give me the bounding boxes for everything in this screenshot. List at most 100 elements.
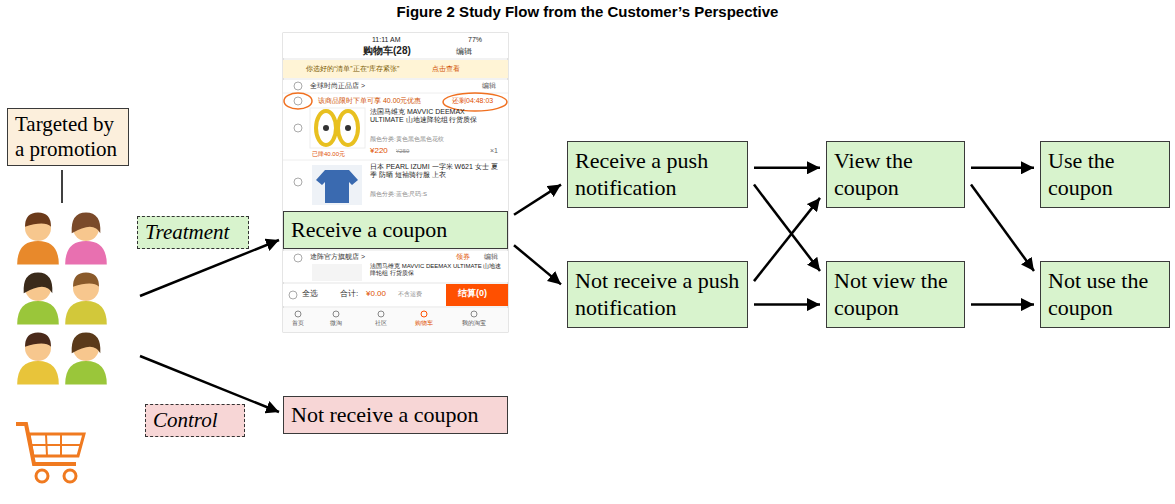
circle-shape [345, 125, 351, 131]
screen-text: 编辑 [456, 47, 472, 57]
process-box: Not receive a coupon [283, 396, 508, 434]
group-box: Targeted by a promotion [7, 108, 129, 166]
screen-text: 法国马维克 MAVVIC DEEMAX ULTIMATE 山地速降轮组 行货质保 [370, 263, 505, 277]
screen-text: 全球时尚正品店 > [310, 82, 365, 90]
flow-arrow [514, 245, 561, 284]
checkbox [294, 178, 302, 186]
path-shape [73, 272, 99, 286]
circle-shape [25, 335, 51, 361]
highlight-ellipse [284, 93, 312, 109]
box-text: Not receive a coupon [291, 402, 479, 428]
screen-text: ¥0.00 [366, 289, 386, 299]
screen-text: 社区 [375, 320, 387, 327]
process-box: Not view the coupon [826, 261, 965, 328]
screen-text: 编辑 [484, 253, 498, 261]
box-text: Not view the coupon [834, 268, 957, 321]
tab-icon [471, 311, 477, 317]
path-shape [65, 361, 107, 384]
path-shape [316, 170, 358, 203]
checkout-button [446, 284, 508, 306]
screen-text: 还剩04:48:03 [452, 97, 493, 105]
ellipse-shape [338, 111, 358, 145]
wheel-picture [310, 108, 365, 148]
circle-shape [73, 275, 99, 301]
path-shape [29, 434, 84, 456]
path-shape [25, 212, 51, 226]
box-text: Not use the coupon [1048, 268, 1162, 321]
line-shape [31, 444, 81, 446]
checkbox [294, 97, 302, 105]
screen-text: 合计: [340, 289, 358, 299]
tab-icon [333, 311, 339, 317]
flow-arrow [971, 167, 1034, 170]
process-box: Not receive a push notification [567, 261, 748, 328]
thumbnail [312, 264, 362, 281]
screen-text: 购物车(28) [363, 45, 411, 57]
circle-shape [64, 470, 76, 482]
flow-arrow [754, 167, 820, 170]
shopping-cart [16, 424, 84, 482]
box-text: Receive a push notification [575, 148, 740, 201]
process-box: Receive a push notification [567, 141, 748, 208]
screen-text: 颜色分类:黄色黑色黑色花纹 [370, 136, 444, 143]
path-shape [24, 272, 53, 293]
customer-figure [65, 332, 107, 384]
checkbox [294, 254, 302, 262]
screen-text: 77% [468, 36, 482, 44]
screen-text: 我的淘宝 [462, 320, 486, 327]
tab-bar [283, 308, 508, 332]
path-shape [16, 424, 76, 464]
path-shape [65, 301, 107, 324]
circle-shape [73, 215, 99, 241]
path-shape [65, 241, 107, 264]
flow-arrow [514, 185, 561, 215]
customer-figure [17, 212, 59, 264]
box-text: Treatment [145, 220, 229, 245]
customer-figure [65, 272, 107, 324]
rect-shape [310, 108, 365, 148]
arm-label-box: Control [145, 404, 245, 437]
divider [283, 93, 508, 94]
screen-text: ¥220 [370, 146, 388, 156]
screen-text: 你选好的“清单”正在“库存紧张” [306, 65, 399, 73]
arm-label-box: Treatment [137, 216, 249, 249]
box-text: Receive a coupon [291, 217, 447, 243]
screen-text: 颜色分类:蓝色;尺码:S [370, 191, 427, 198]
path-shape [25, 332, 51, 346]
circle-shape [323, 125, 329, 131]
screen-text: ¥250 [396, 148, 409, 155]
path-shape [72, 212, 101, 233]
box-text: Targeted by a promotion [15, 112, 121, 162]
flow-arrow [971, 303, 1034, 306]
cart-card [283, 80, 508, 211]
divider [283, 160, 508, 161]
screen-text: 点击查看 [432, 65, 460, 73]
checkbox [289, 291, 297, 299]
screen-text: 法国马维克 MAVVIC DEEMAX ULTIMATE 山地速降轮组 行货质保 [370, 108, 500, 125]
screen-text: 首页 [292, 320, 304, 327]
screen-header [283, 33, 508, 58]
screen-text: 微淘 [330, 320, 342, 327]
screen-ground [283, 33, 508, 332]
customer-figure [17, 332, 59, 384]
tab-icon [378, 311, 384, 317]
flow-arrow [754, 198, 820, 281]
jersey-picture [312, 165, 362, 205]
path-shape [17, 241, 59, 264]
circle-shape [73, 335, 99, 361]
circle-shape [25, 275, 51, 301]
box-text: Use the coupon [1048, 148, 1162, 201]
screen-text: 日本 PEARL IZUMI 一字米 W621 女士 夏季 防晒 短袖骑行服 上… [370, 163, 500, 180]
screen-text: 领券 [456, 253, 470, 261]
screen-text: ×1 [490, 147, 498, 155]
path-shape [72, 332, 101, 353]
screen-text: 途阵官方旗舰店 > [310, 253, 365, 261]
screen-text: 购物车 [415, 320, 433, 327]
screen-text: 该商品限时下单可享 40.00元优惠 [318, 97, 421, 105]
customer-figure [65, 212, 107, 264]
line-shape [46, 434, 47, 456]
screen-text: 不含运费 [398, 291, 422, 298]
checkout-bar [283, 284, 508, 306]
screen-text: 结算(0) [458, 288, 487, 299]
